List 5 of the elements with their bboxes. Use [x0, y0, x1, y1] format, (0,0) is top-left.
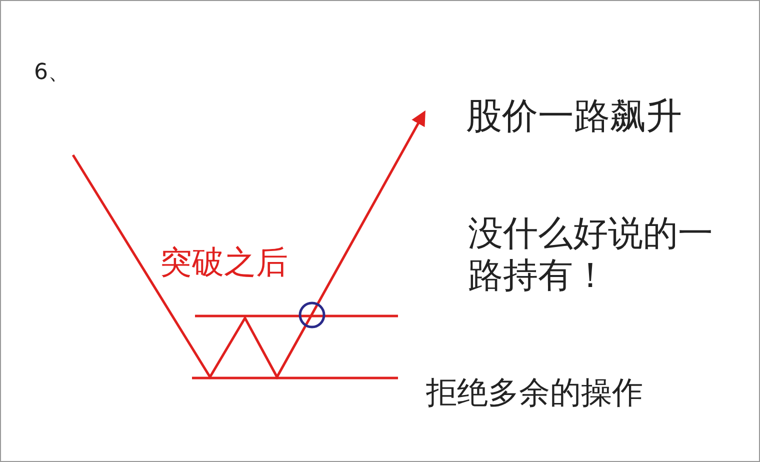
annotation-text: 拒绝多余的操作 — [426, 374, 644, 413]
annotation-text: 突破之后 — [160, 242, 289, 283]
annotation-text: 没什么好说的一路持有！ — [468, 213, 714, 297]
title: 6、 — [34, 59, 70, 87]
annotation-text: 股价一路飙升 — [466, 95, 683, 139]
